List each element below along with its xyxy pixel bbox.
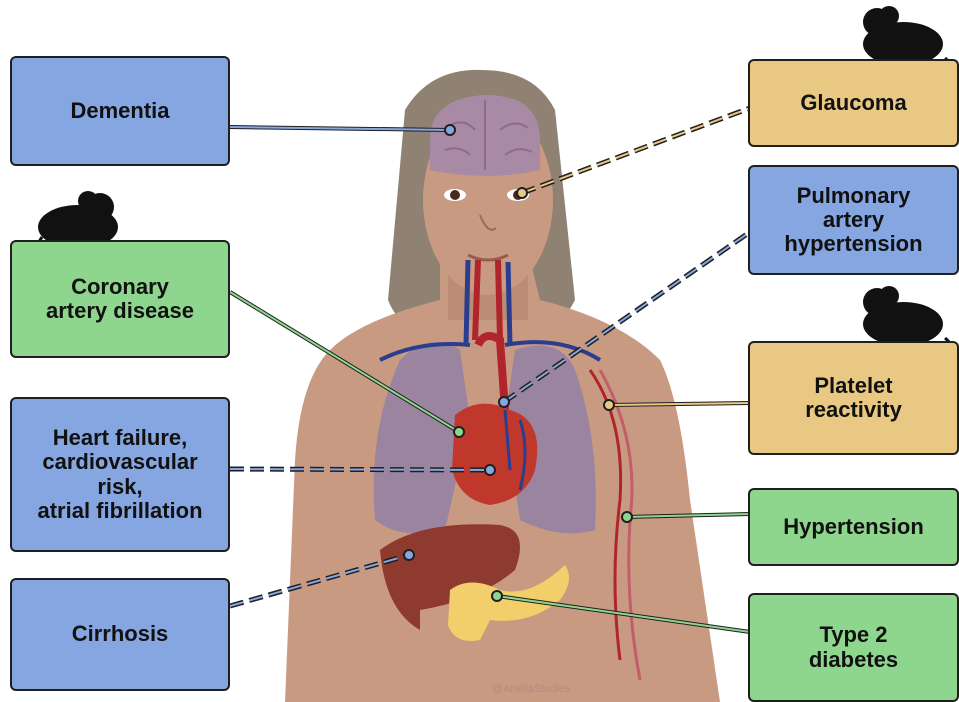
label-platelet-reactivity: Platelet reactivity — [748, 341, 959, 455]
label-type-2-diabetes: Type 2 diabetes — [748, 593, 959, 702]
connector-heart-failure-inner — [230, 469, 490, 470]
dot-cirrhosis — [404, 550, 414, 560]
label-cirrhosis: Cirrhosis — [10, 578, 230, 691]
label-hypertension-text: Hypertension — [783, 515, 924, 539]
left-iris — [450, 190, 460, 200]
dot-hypertension — [622, 512, 632, 522]
dot-heart-failure — [485, 465, 495, 475]
dot-dementia — [445, 125, 455, 135]
label-heart-failure: Heart failure, cardiovascular risk, atri… — [10, 397, 230, 552]
label-hypertension: Hypertension — [748, 488, 959, 566]
label-heart-failure-text: Heart failure, cardiovascular risk, atri… — [37, 426, 202, 523]
label-diabetes-text: Type 2 diabetes — [809, 623, 898, 671]
watermark: @AriellaStudies — [492, 683, 570, 695]
label-coronary-text: Coronary artery disease — [46, 275, 194, 323]
dot-platelet — [604, 400, 614, 410]
label-glaucoma: Glaucoma — [748, 59, 959, 147]
dot-pulmonary — [499, 397, 509, 407]
dot-glaucoma — [517, 188, 527, 198]
dot-diabetes — [492, 591, 502, 601]
label-cirrhosis-text: Cirrhosis — [72, 622, 169, 646]
label-pulmonary-artery-hypertension: Pulmonary artery hypertension — [748, 165, 959, 275]
label-platelet-text: Platelet reactivity — [805, 374, 902, 422]
label-pulmonary-text: Pulmonary artery hypertension — [784, 184, 922, 257]
label-dementia-text: Dementia — [70, 99, 169, 123]
dot-coronary — [454, 427, 464, 437]
label-coronary-artery-disease: Coronary artery disease — [10, 240, 230, 358]
label-glaucoma-text: Glaucoma — [800, 91, 906, 115]
label-dementia: Dementia — [10, 56, 230, 166]
